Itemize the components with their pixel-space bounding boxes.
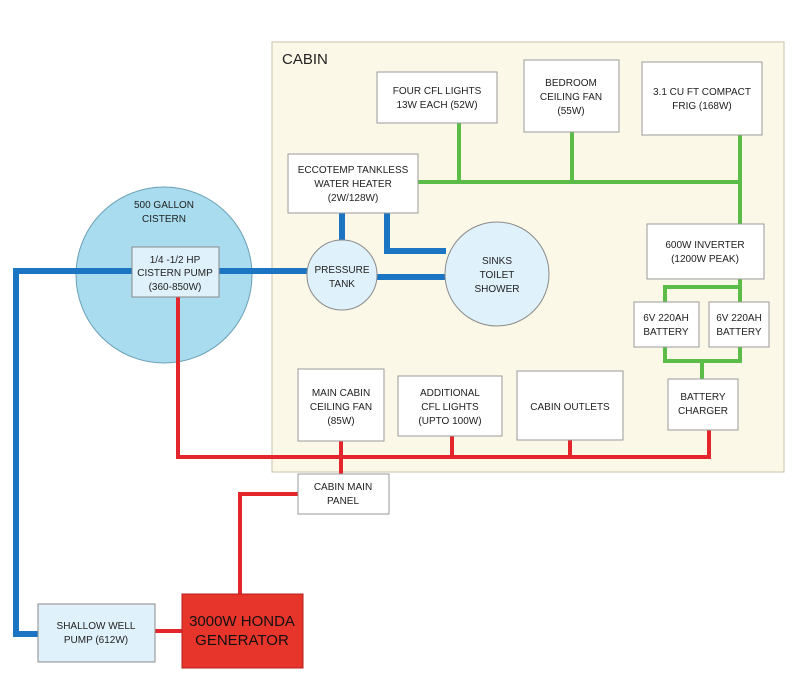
node-inverter: 600W INVERTER(1200W PEAK) xyxy=(646,223,765,280)
cabin-title: CABIN xyxy=(282,51,328,68)
ac-lines xyxy=(155,297,711,633)
node-outlets: CABIN OUTLETS xyxy=(516,370,624,441)
water-line-heater-to-fixtures xyxy=(384,213,446,254)
water-line-well-to-cistern xyxy=(13,268,132,637)
ac-pump-feed xyxy=(176,297,711,459)
svg-text:CABIN OUTLETS: CABIN OUTLETS xyxy=(530,402,610,413)
dc-lines xyxy=(418,123,742,379)
water-lines xyxy=(13,213,446,637)
dc-inverter-to-batteries xyxy=(663,285,742,302)
svg-text:600W INVERTER(1200W PEAK): 600W INVERTER(1200W PEAK) xyxy=(665,240,744,265)
ac-panel-to-generator xyxy=(238,492,298,594)
